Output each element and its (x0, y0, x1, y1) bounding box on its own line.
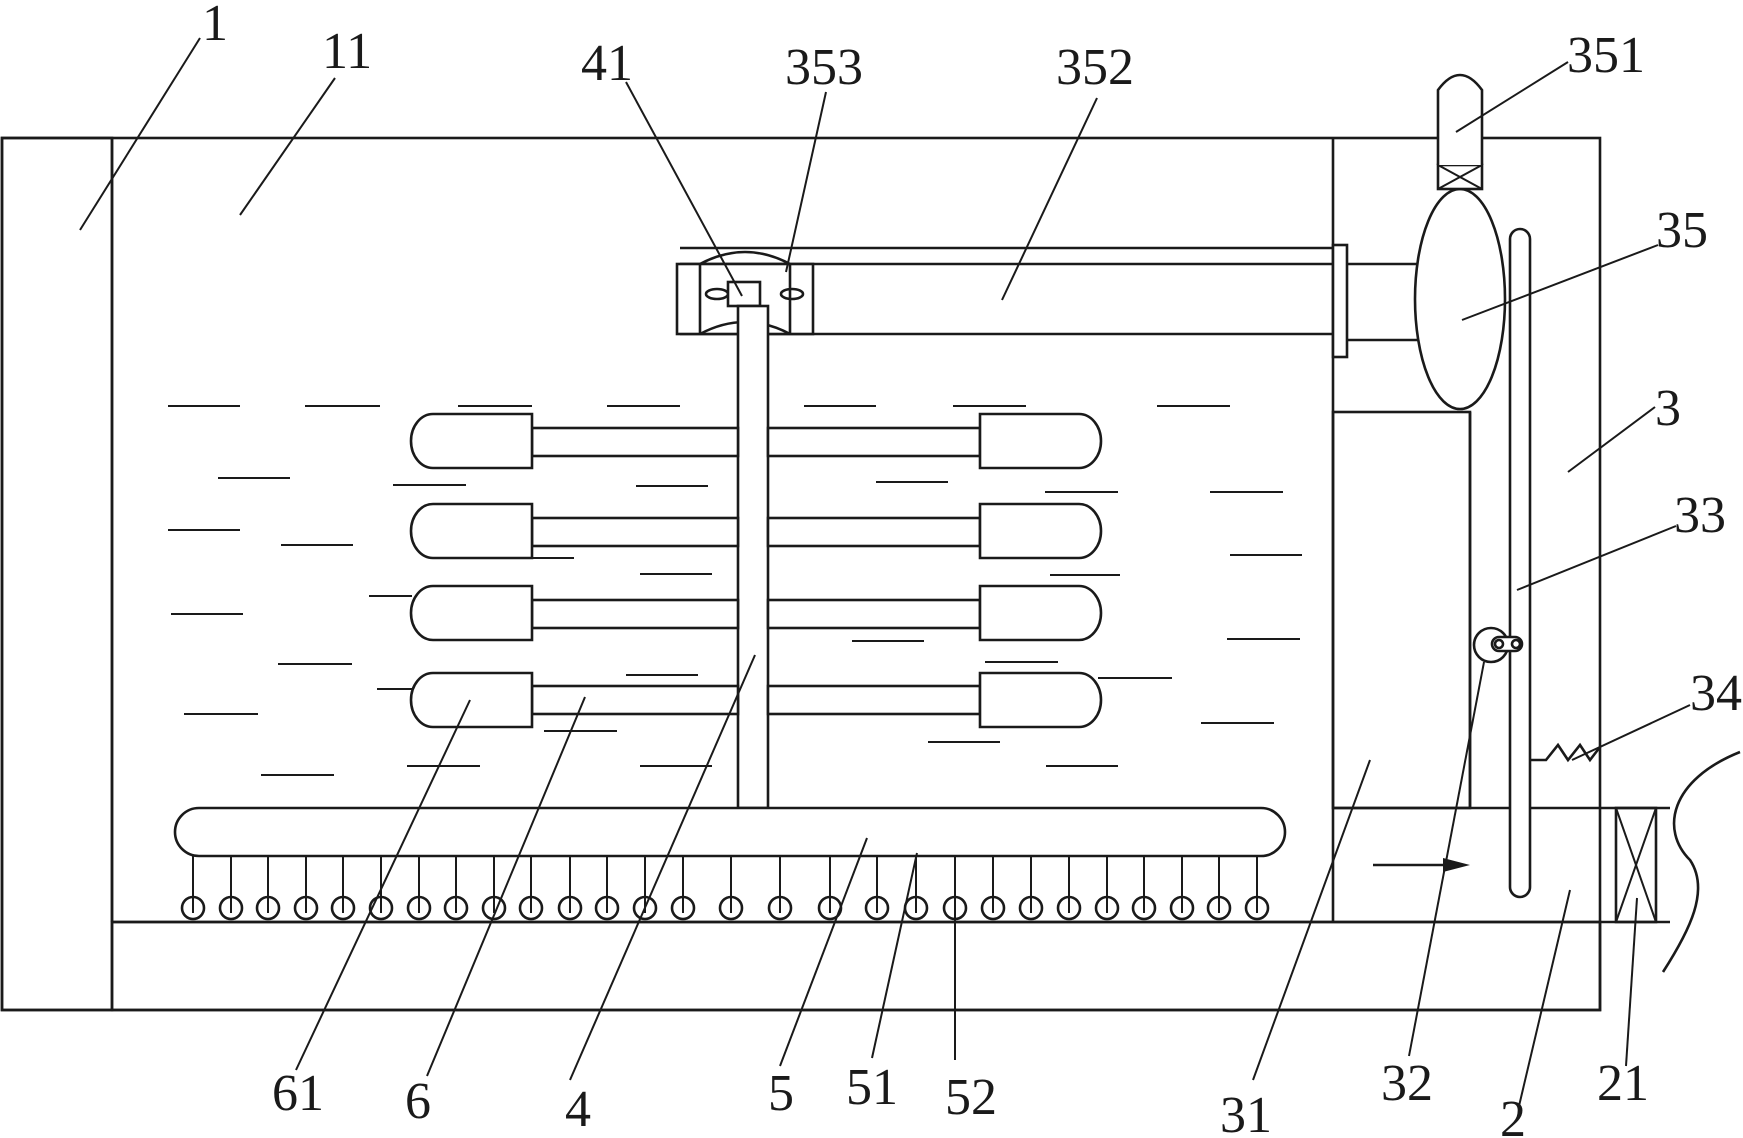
left-wall-hatched (2, 138, 112, 1010)
label-2: 2 (1500, 1091, 1526, 1138)
vertical-shaft (738, 306, 768, 808)
float-block (1333, 412, 1470, 808)
drive-assembly (677, 75, 1505, 409)
break-line (1663, 752, 1740, 972)
water-dashes (168, 406, 1302, 775)
label-35: 35 (1656, 202, 1708, 259)
label-33: 33 (1674, 487, 1726, 544)
label-34: 34 (1690, 665, 1742, 722)
aeration-nozzles (182, 856, 1268, 919)
label-51: 51 (846, 1059, 898, 1116)
label-351: 351 (1567, 27, 1645, 84)
label-61: 61 (272, 1065, 324, 1122)
label-353: 353 (785, 39, 863, 96)
turbine (1415, 189, 1505, 409)
label-6: 6 (405, 1073, 431, 1130)
label-32: 32 (1381, 1055, 1433, 1112)
label-11: 11 (322, 23, 372, 80)
aeration-pipe (175, 808, 1285, 856)
label-4: 4 (565, 1081, 591, 1138)
label-21: 21 (1597, 1055, 1649, 1112)
bevel-gear (728, 282, 760, 306)
label-52: 52 (945, 1069, 997, 1126)
label-352: 352 (1056, 39, 1134, 96)
label-41: 41 (581, 35, 633, 92)
lever-rod (1510, 229, 1530, 897)
bottom-wall-hatched (112, 922, 1600, 1010)
label-1: 1 (202, 0, 228, 52)
label-5: 5 (768, 1065, 794, 1122)
label-31: 31 (1220, 1087, 1272, 1138)
label-3: 3 (1655, 380, 1681, 437)
flange (1333, 245, 1347, 357)
